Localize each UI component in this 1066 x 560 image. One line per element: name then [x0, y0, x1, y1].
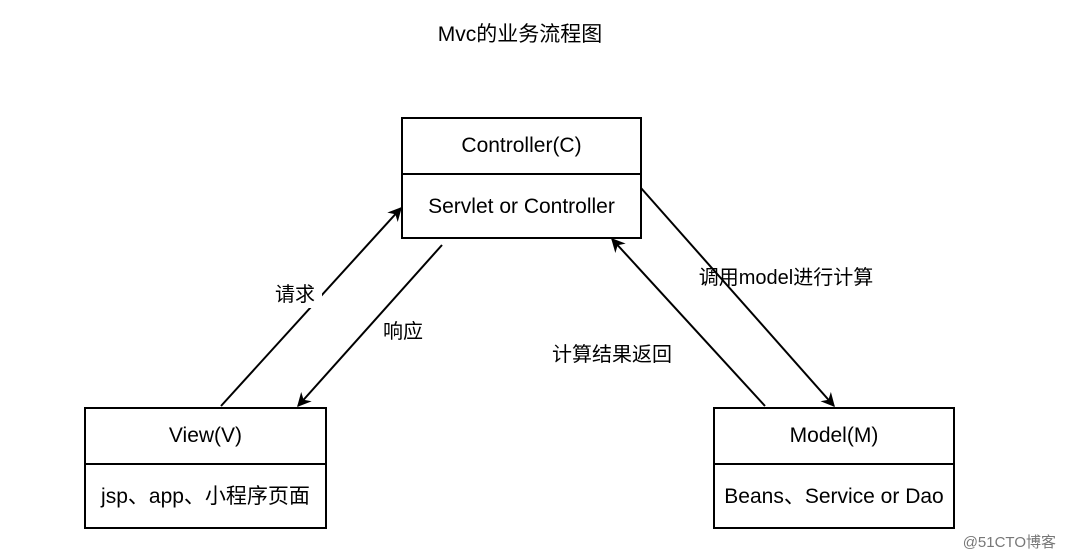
view-box: View(V) jsp、app、小程序页面: [84, 407, 327, 529]
controller-box: Controller(C) Servlet or Controller: [401, 117, 642, 239]
return-result-label: 计算结果返回: [552, 343, 672, 366]
view-body: jsp、app、小程序页面: [101, 484, 310, 508]
diagram-title: Mvc的业务流程图: [438, 23, 603, 46]
view-header: View(V): [86, 409, 325, 465]
model-body: Beans、Service or Dao: [724, 484, 944, 508]
model-header: Model(M): [715, 409, 953, 465]
controller-body: Servlet or Controller: [428, 194, 615, 218]
return-result-arrow: [611, 237, 766, 407]
response-label: 响应: [383, 320, 423, 343]
watermark: @51CTO博客: [962, 534, 1056, 551]
call-model-arrow: [640, 187, 835, 408]
call-model-label: 调用model进行计算: [699, 266, 873, 289]
response-arrow: [297, 244, 443, 408]
request-label: 请求: [275, 283, 315, 306]
model-box: Model(M) Beans、Service or Dao: [713, 407, 955, 529]
controller-header: Controller(C): [403, 119, 640, 175]
